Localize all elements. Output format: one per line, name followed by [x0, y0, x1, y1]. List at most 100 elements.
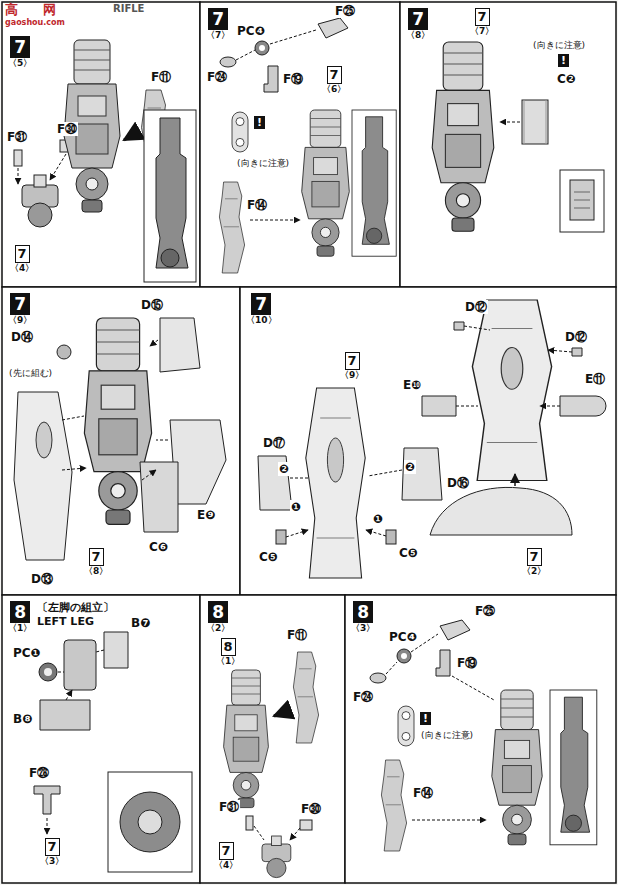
caution-mark: !: [254, 116, 265, 129]
sub-step: 〈8〉: [406, 30, 430, 41]
step-number: 7: [10, 36, 30, 58]
step-number: 7: [527, 548, 542, 566]
sub-step: 〈1〉: [8, 623, 32, 634]
part-callout: B❼: [130, 616, 151, 630]
watermark: 网: [42, 2, 57, 17]
sub-step: 〈5〉: [8, 58, 32, 69]
part-callout: F⑭: [246, 198, 268, 212]
note-text: (向きに注意): [236, 158, 290, 169]
reference-badge: 7〈4〉: [214, 842, 238, 871]
part-callout: F⑪: [150, 70, 172, 84]
section-heading: 〔左脚の組立〕: [36, 601, 115, 614]
part-callout: D⑬: [30, 572, 54, 586]
step-number: 7: [208, 8, 228, 30]
order-number: ❷: [404, 460, 416, 474]
part-callout: F㉔: [352, 690, 374, 704]
part-callout: PC❹: [236, 24, 266, 38]
sub-step: 〈4〉: [214, 860, 238, 871]
part-callout: F⑭: [412, 786, 434, 800]
step-number: 7: [45, 838, 60, 856]
part-callout: F⑪: [286, 628, 308, 642]
step-badge: 7〈5〉: [8, 36, 32, 69]
reference-badge: 8〈1〉: [216, 638, 240, 667]
sub-step: 〈9〉: [340, 370, 364, 381]
note-text: (向きに注意): [420, 730, 474, 741]
step-number: 7: [15, 245, 30, 263]
header-text: RIFLE: [112, 3, 145, 15]
part-callout: F㉚: [56, 122, 78, 136]
part-callout: D⑮: [140, 298, 164, 312]
step-number: 7: [475, 8, 490, 26]
step-badge: 8〈3〉: [351, 601, 375, 634]
step-number: 8: [221, 638, 236, 656]
sub-step: 〈7〉: [470, 26, 494, 37]
sub-step: 〈7〉: [206, 30, 230, 41]
sub-step: 〈9〉: [8, 315, 32, 326]
part-callout: C❺: [398, 546, 419, 560]
part-callout: PC❶: [12, 646, 42, 660]
caution-mark: !: [420, 712, 431, 725]
step-number: 7: [89, 548, 104, 566]
sub-step: 〈1〉: [216, 656, 240, 667]
reference-badge: 7〈4〉: [10, 245, 34, 274]
part-callout: C❻: [148, 540, 169, 554]
step-badge: 8〈2〉: [206, 601, 230, 634]
reference-badge: 7〈7〉: [470, 8, 494, 37]
step-number: 8: [10, 601, 30, 623]
order-number: ❷: [278, 462, 290, 476]
part-callout: F㉔: [206, 70, 228, 84]
part-callout: D⑫: [464, 300, 488, 314]
part-callout: C❷: [556, 72, 577, 86]
part-callout: F⑲: [456, 656, 478, 670]
watermark: 高: [4, 2, 19, 17]
part-callout: E❿: [402, 378, 422, 392]
sub-step: 〈2〉: [522, 566, 546, 577]
step-number: 8: [353, 601, 373, 623]
part-callout: F㉘: [28, 766, 50, 780]
note-text: (先に組む): [8, 368, 53, 379]
watermark: gaoshou.com: [4, 18, 66, 28]
part-callout: F㉚: [300, 802, 322, 816]
part-callout: D⑯: [446, 476, 470, 490]
order-number: ❶: [372, 512, 384, 526]
step-number: 7: [327, 66, 342, 84]
part-callout: F㉛: [218, 800, 240, 814]
reference-badge: 7〈6〉: [322, 66, 346, 95]
reference-badge: 7〈3〉: [40, 838, 64, 867]
part-callout: PC❹: [388, 630, 418, 644]
sub-step: 〈8〉: [84, 566, 108, 577]
part-callout: F㉕: [334, 4, 356, 18]
sub-step: 〈4〉: [10, 263, 34, 274]
section-heading: LEFT LEG: [36, 615, 95, 628]
step-badge: 7〈10〉: [246, 293, 277, 326]
reference-badge: 7〈8〉: [84, 548, 108, 577]
step-number: 8: [208, 601, 228, 623]
part-callout: E⑪: [584, 372, 606, 386]
sub-step: 〈3〉: [40, 856, 64, 867]
step-badge: 7〈7〉: [206, 8, 230, 41]
caution-mark: !: [558, 54, 569, 67]
part-callout: E❾: [196, 508, 216, 522]
sub-step: 〈6〉: [322, 84, 346, 95]
sub-step: 〈3〉: [351, 623, 375, 634]
reference-badge: 7〈2〉: [522, 548, 546, 577]
part-callout: F㉛: [6, 130, 28, 144]
step-number: 7: [345, 352, 360, 370]
step-number: 7: [408, 8, 428, 30]
part-callout: F⑲: [282, 72, 304, 86]
step-number: 7: [219, 842, 234, 860]
part-callout: F㉕: [474, 604, 496, 618]
step-number: 7: [251, 293, 271, 315]
part-callout: D⑫: [564, 330, 588, 344]
part-callout: D⑰: [262, 436, 286, 450]
step-number: 7: [10, 293, 30, 315]
step-badge: 7〈8〉: [406, 8, 430, 41]
step-badge: 8〈1〉: [8, 601, 32, 634]
part-callout: B❽: [12, 712, 33, 726]
note-text: (向きに注意): [532, 40, 586, 51]
reference-badge: 7〈9〉: [340, 352, 364, 381]
part-callout: D⑭: [10, 330, 34, 344]
